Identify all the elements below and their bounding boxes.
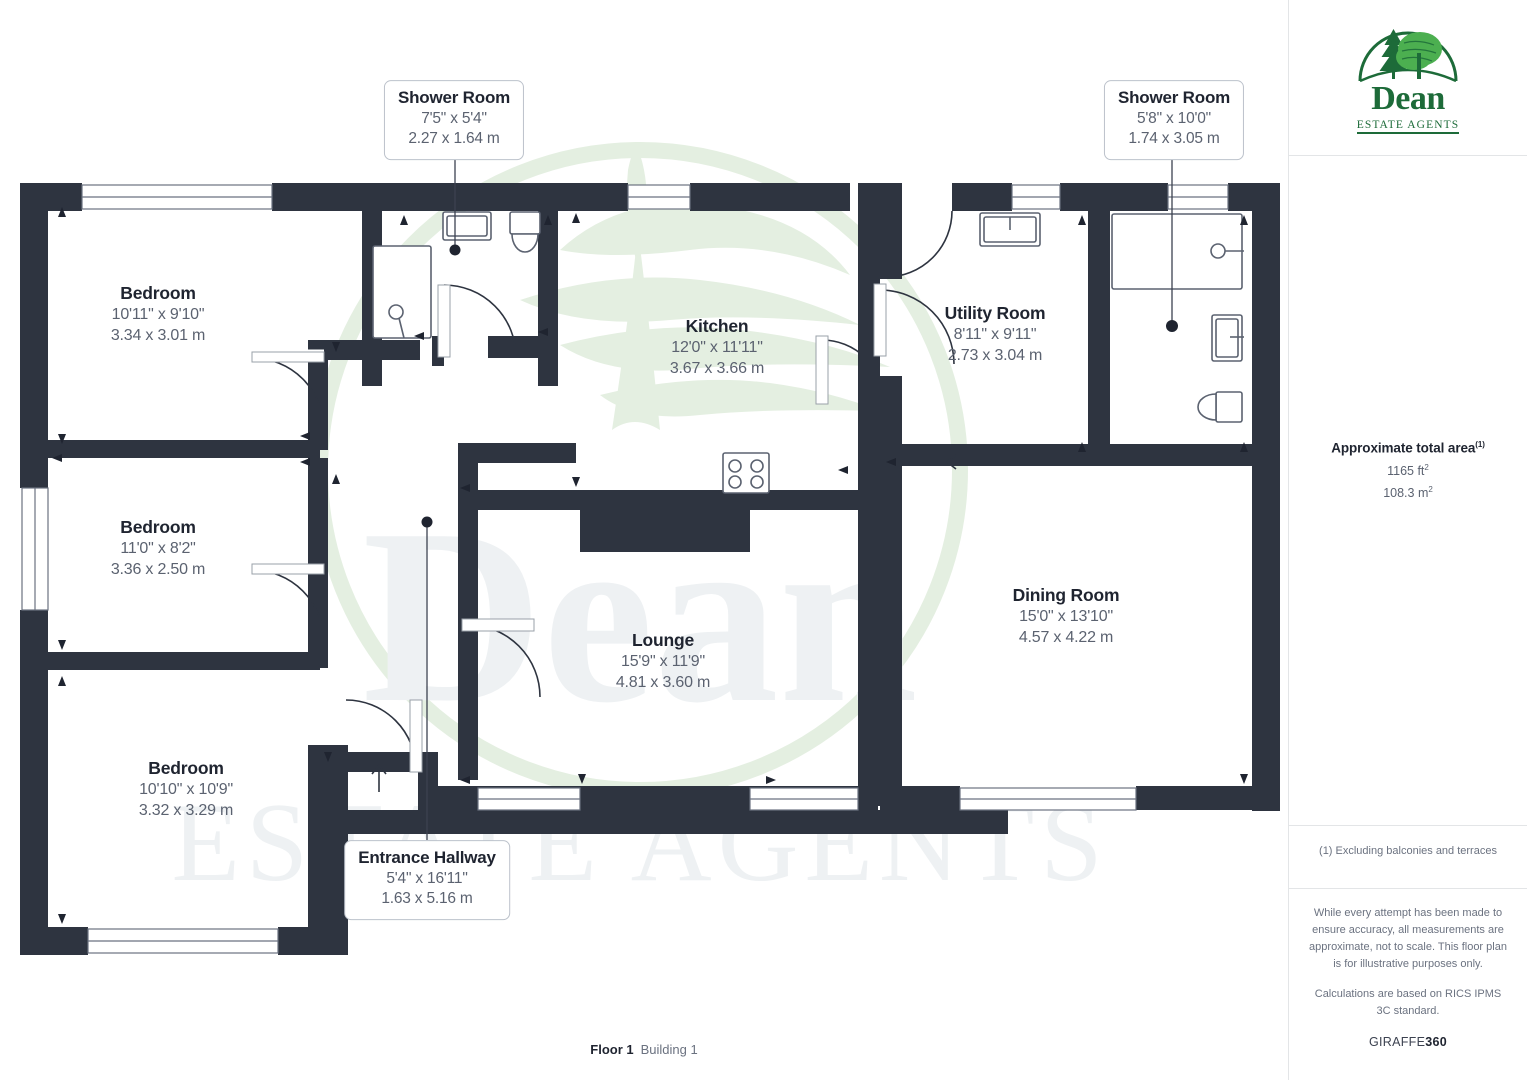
sidebar-divider-footnote [1289,825,1527,826]
disclaimer-accuracy: While every attempt has been made to ens… [1309,907,1507,971]
floor-number: Floor 1 [590,1042,634,1057]
fixtures [372,211,1244,494]
sink-shower1 [442,211,492,241]
windows [21,184,1229,954]
disclaimer-block: While every attempt has been made to ens… [1289,905,1527,1066]
total-area-block: Approximate total area(1) 1165 ft2 108.3… [1289,440,1527,500]
sidebar-divider-top [1289,155,1527,156]
tree-logo-icon [1358,28,1458,82]
toilet-shower1 [509,211,541,253]
total-area-footnote-marker: (1) [1475,440,1485,449]
doors [251,210,955,773]
dimension-arrows [52,207,1248,924]
shower-tray-1 [372,245,432,339]
shower-tray-2 [1111,213,1244,290]
sidebar-divider-disclaimer [1289,888,1527,889]
floorplan-canvas: Dean ESTATE AGENTS [20,142,1280,955]
disclaimer-standard: Calculations are based on RICS IPMS 3C s… [1314,988,1502,1018]
sink-shower2 [1211,314,1244,362]
area-footnote: (1) Excluding balconies and terraces [1319,845,1497,857]
sidebar: Dean ESTATE AGENTS Approximate total are… [1288,0,1527,1080]
appliance-utility [979,212,1041,247]
toilet-shower2 [1197,391,1243,423]
total-area-sqft: 1165 ft2 [1387,462,1429,478]
building-number: Building 1 [640,1042,698,1057]
label-leaders [371,156,1178,840]
floor-caption: Floor 1 Building 1 [0,1042,1288,1057]
brand-tagline: ESTATE AGENTS [1356,119,1460,135]
brand-logo: Dean ESTATE AGENTS [1289,0,1527,155]
brand-name: Dean [1371,79,1445,117]
total-area-title: Approximate total area(1) [1331,440,1485,456]
hob-kitchen [722,452,770,494]
total-area-sqm: 108.3 m2 [1383,484,1433,500]
walls [20,183,1280,955]
provider-logo: GIRAFFE360 [1368,1035,1448,1050]
